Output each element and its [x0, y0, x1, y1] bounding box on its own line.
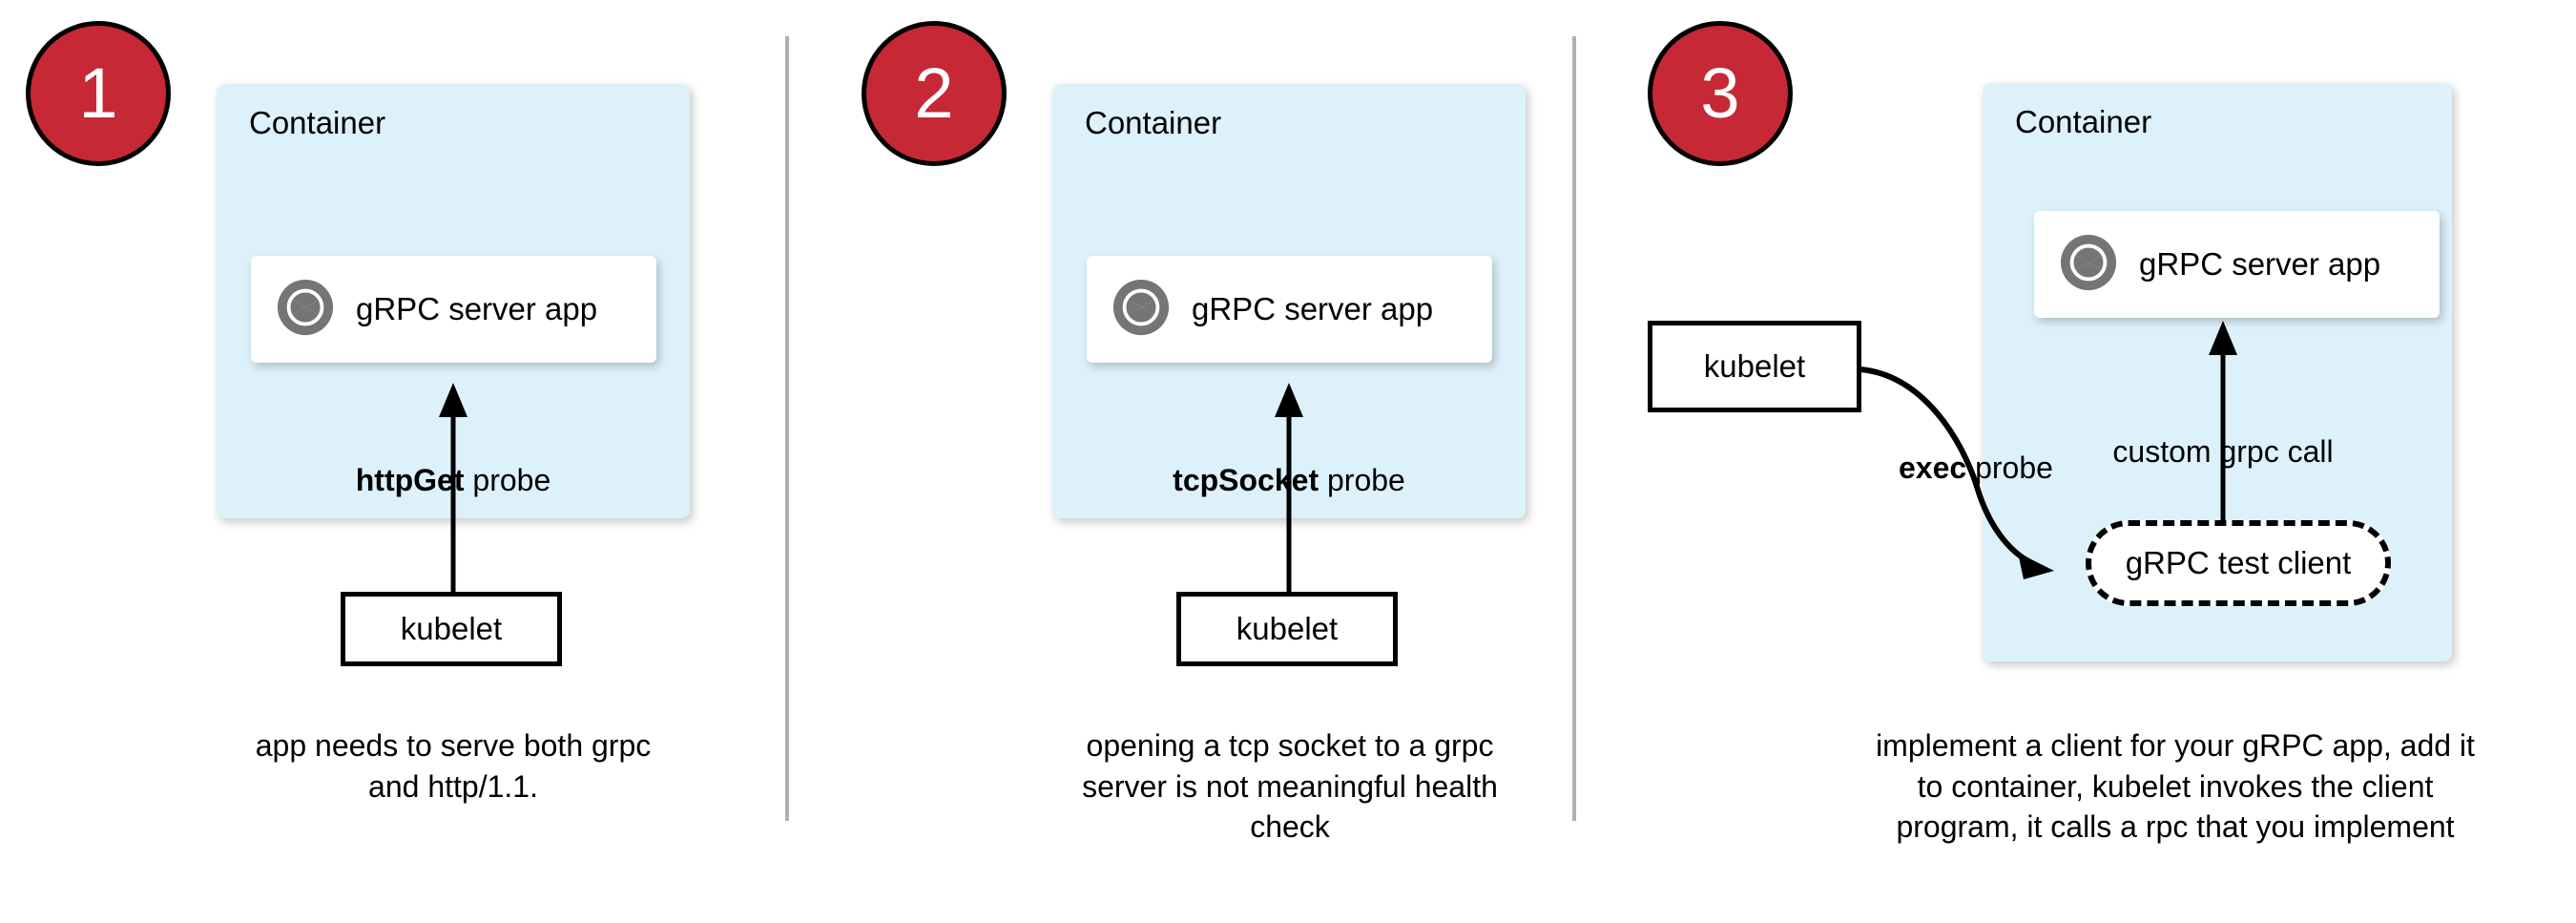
kubelet-label-1: kubelet: [400, 611, 503, 646]
probe-label-3: exec probe: [1899, 451, 2185, 486]
probe-label-1: httpGet probe: [262, 463, 644, 498]
step-number-1: 1: [78, 53, 118, 133]
grpc-server-card-3: gRPC server app: [2034, 211, 2440, 318]
caption-3: implement a client for your gRPC app, ad…: [1876, 728, 2475, 845]
arrow-custom-grpc-call: [2209, 321, 2237, 544]
probe-label-1-bold: httpGet: [355, 463, 465, 497]
grpc-server-card-2: gRPC server app: [1087, 256, 1492, 363]
probe-label-1-rest: probe: [464, 463, 551, 497]
grpc-server-card-1: gRPC server app: [251, 256, 656, 363]
kubelet-label-2: kubelet: [1236, 611, 1339, 646]
step-badge-1: 1: [26, 21, 171, 166]
container-label-2: Container: [1085, 105, 1222, 140]
grpc-server-label-1: gRPC server app: [356, 291, 598, 326]
grpc-server-label-2: gRPC server app: [1192, 291, 1434, 326]
probe-label-2: tcpSocket probe: [1098, 463, 1480, 498]
step-number-2: 2: [914, 53, 954, 133]
grpc-aperture-icon: [1111, 278, 1171, 342]
kubelet-box-3: kubelet: [1648, 321, 1861, 412]
probe-label-2-bold: tcpSocket: [1173, 463, 1319, 497]
kubelet-box-2: kubelet: [1176, 592, 1398, 666]
grpc-server-label-3: gRPC server app: [2139, 246, 2381, 282]
grpc-aperture-icon: [2059, 233, 2118, 297]
panel-divider-1: [785, 36, 789, 821]
step-badge-2: 2: [862, 21, 1007, 166]
probe-label-3-rest: probe: [1966, 451, 2053, 485]
kubelet-label-3: kubelet: [1703, 348, 1806, 384]
arrow-exec-probe: [1859, 367, 2054, 579]
probe-label-2-rest: probe: [1319, 463, 1405, 497]
grpc-aperture-icon: [276, 278, 335, 342]
grpc-test-client-label: gRPC test client: [2125, 545, 2352, 580]
arrow-httpget-probe: [439, 383, 467, 616]
container-label-1: Container: [249, 105, 386, 140]
custom-grpc-call-label: custom grpc call: [2112, 434, 2334, 469]
container-label-3: Container: [2015, 104, 2152, 139]
step-number-3: 3: [1700, 53, 1740, 133]
grpc-test-client-capsule: gRPC test client: [2086, 520, 2391, 606]
panel-divider-2: [1572, 36, 1576, 821]
probe-label-3-bold: exec: [1899, 451, 1967, 485]
arrow-tcpsocket-probe: [1275, 383, 1303, 616]
caption-1: app needs to serve both grpc and http/1.…: [255, 728, 652, 804]
caption-2: opening a tcp socket to a grpc server is…: [1082, 728, 1498, 845]
step-badge-3: 3: [1648, 21, 1793, 166]
kubelet-box-1: kubelet: [341, 592, 562, 666]
